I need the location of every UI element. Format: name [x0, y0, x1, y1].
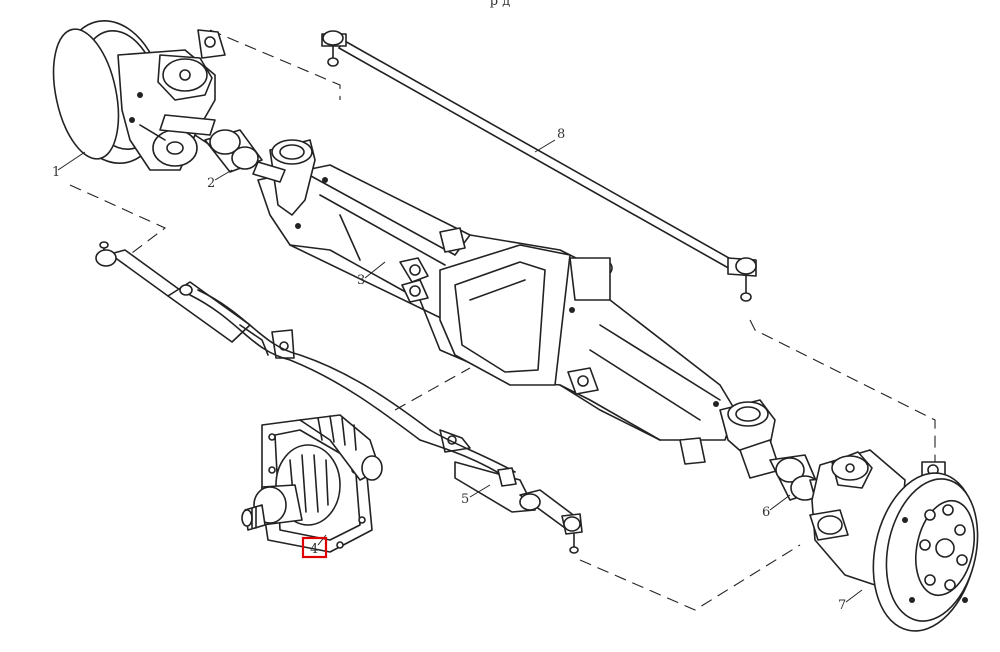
steering-cylinder-right — [419, 429, 583, 554]
callout-4-highlight-box — [301, 536, 328, 559]
callout-4: 4 — [310, 542, 318, 557]
callouts: 1 2 3 4 5 6 7 8 — [52, 127, 846, 613]
leader-lines — [57, 139, 863, 603]
axle-housing — [257, 139, 776, 465]
callout-8: 8 — [557, 127, 565, 142]
header-text: р д — [490, 0, 510, 9]
assembly-dash-lines — [69, 29, 936, 611]
left-wheel-hub — [52, 20, 226, 171]
steering-cylinder-left — [95, 241, 431, 441]
differential-assembly — [241, 414, 383, 553]
callout-6: 6 — [762, 505, 770, 520]
right-wheel-hub — [809, 449, 979, 632]
callout-7: 7 — [838, 598, 846, 613]
left-universal-joint — [194, 129, 286, 183]
tie-rod — [321, 30, 757, 302]
callout-1: 1 — [52, 165, 60, 180]
callout-3: 3 — [357, 273, 365, 288]
callout-5: 5 — [461, 492, 469, 507]
callout-2: 2 — [207, 176, 215, 191]
